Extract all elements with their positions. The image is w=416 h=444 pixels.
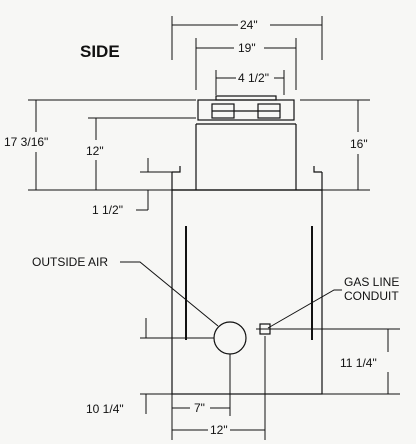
label-gas-line: GAS LINE <box>344 275 399 289</box>
leader-outside-air <box>120 261 219 327</box>
label-step: 1 1/2" <box>92 203 123 217</box>
upper-housing <box>195 123 297 190</box>
label-conduit-height: 11 1/4" <box>340 356 377 370</box>
label-total-height: 17 3/16" <box>4 135 48 149</box>
dim-air-height <box>140 318 214 414</box>
label-top-width: 19" <box>238 41 256 55</box>
leader-gas-line <box>267 289 342 329</box>
label-outside-air: OUTSIDE AIR <box>32 255 108 269</box>
label-right-height: 16" <box>350 137 368 151</box>
label-overall-width: 24" <box>240 18 258 32</box>
label-upper-height: 12" <box>86 144 104 158</box>
dim-overall-width <box>171 16 323 60</box>
label-conduit: CONDUIT <box>344 289 399 303</box>
dim-right-height <box>300 99 370 191</box>
shoulder <box>171 166 323 191</box>
dim-vent-width <box>215 70 285 95</box>
dim-step <box>136 158 172 211</box>
vent-cap <box>197 95 295 121</box>
label-vent-width: 4 1/2" <box>238 71 269 85</box>
label-air-height: 10 1/4" <box>86 402 124 416</box>
dim-top-width <box>195 38 297 90</box>
label-base-width: 12" <box>210 423 228 437</box>
drawing-title: SIDE <box>80 42 120 61</box>
dim-air-offset <box>171 354 231 440</box>
dim-base-width <box>172 336 266 440</box>
dim-conduit-height <box>270 328 400 395</box>
lower-cabinet <box>171 189 323 395</box>
outside-air-opening <box>213 321 247 355</box>
label-air-offset: 7" <box>194 401 205 415</box>
